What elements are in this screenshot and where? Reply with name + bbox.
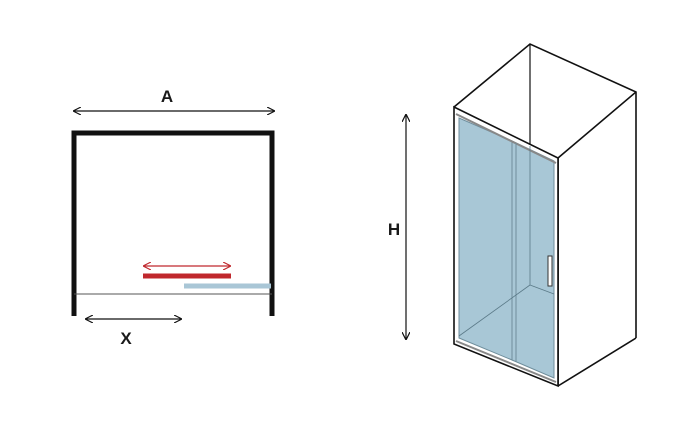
bottom-rail — [455, 340, 557, 383]
perspective-view: H — [388, 43, 637, 388]
plan-view: A X — [71, 87, 275, 348]
interior-back-line — [529, 284, 555, 295]
side-wall-outline — [557, 91, 637, 387]
height-label: H — [388, 220, 400, 239]
top-rail — [455, 113, 557, 164]
enclosure-walls — [71, 130, 275, 316]
back-wall-outline — [453, 43, 637, 338]
opening-label: X — [120, 329, 132, 348]
fixed-glass-pane — [458, 117, 513, 361]
door-handle — [547, 255, 553, 287]
width-label: A — [161, 87, 173, 106]
interior-floor-line — [458, 284, 531, 337]
